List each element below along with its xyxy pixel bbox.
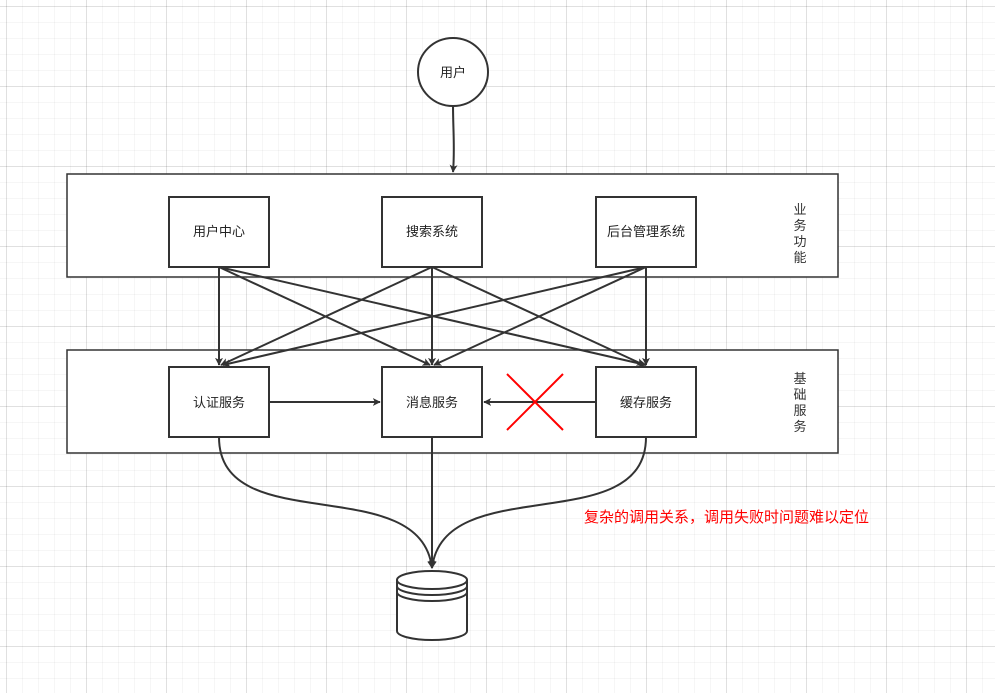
user-label: 用户 (440, 65, 466, 81)
base-layer-label-4: 务 (793, 419, 806, 435)
user-to-business-arrow (449, 105, 458, 173)
node-admin-system-label: 后台管理系统 (607, 225, 685, 240)
node-message-service[interactable]: 消息服务 (381, 366, 483, 438)
edge-admin-message (433, 266, 647, 366)
user-node[interactable]: 用户 (417, 37, 489, 107)
business-layer-label-4: 能 (793, 251, 806, 266)
database-icon[interactable] (396, 570, 468, 641)
business-layer-label-3: 功 (793, 235, 806, 250)
node-search-system[interactable]: 搜索系统 (381, 196, 483, 268)
node-admin-system[interactable]: 后台管理系统 (595, 196, 697, 268)
base-layer-label-2: 础 (793, 388, 806, 403)
edge-cache-to-db (428, 436, 647, 569)
node-cache-service[interactable]: 缓存服务 (595, 366, 697, 438)
business-to-base-edges (215, 266, 650, 368)
edge-auth-to-db (218, 436, 436, 569)
business-layer-label-1: 业 (793, 203, 806, 218)
edge-search-auth (220, 266, 433, 366)
node-search-system-label: 搜索系统 (406, 225, 458, 240)
node-user-center-label: 用户中心 (193, 224, 245, 240)
node-auth-service[interactable]: 认证服务 (168, 366, 270, 438)
edge-admin-auth (222, 266, 647, 368)
red-x-icon (506, 373, 564, 431)
base-layer-label-3: 服 (793, 404, 806, 419)
base-layer-label-1: 基 (793, 372, 806, 387)
node-user-center[interactable]: 用户中心 (168, 196, 270, 268)
node-message-service-label: 消息服务 (406, 395, 458, 411)
node-cache-service-label: 缓存服务 (620, 395, 672, 411)
base-to-database-edges (218, 436, 647, 569)
node-auth-service-label: 认证服务 (193, 395, 245, 411)
business-layer-label-2: 务 (793, 218, 806, 234)
annotation-text: 复杂的调用关系，调用失败时问题难以定位 (584, 508, 869, 526)
